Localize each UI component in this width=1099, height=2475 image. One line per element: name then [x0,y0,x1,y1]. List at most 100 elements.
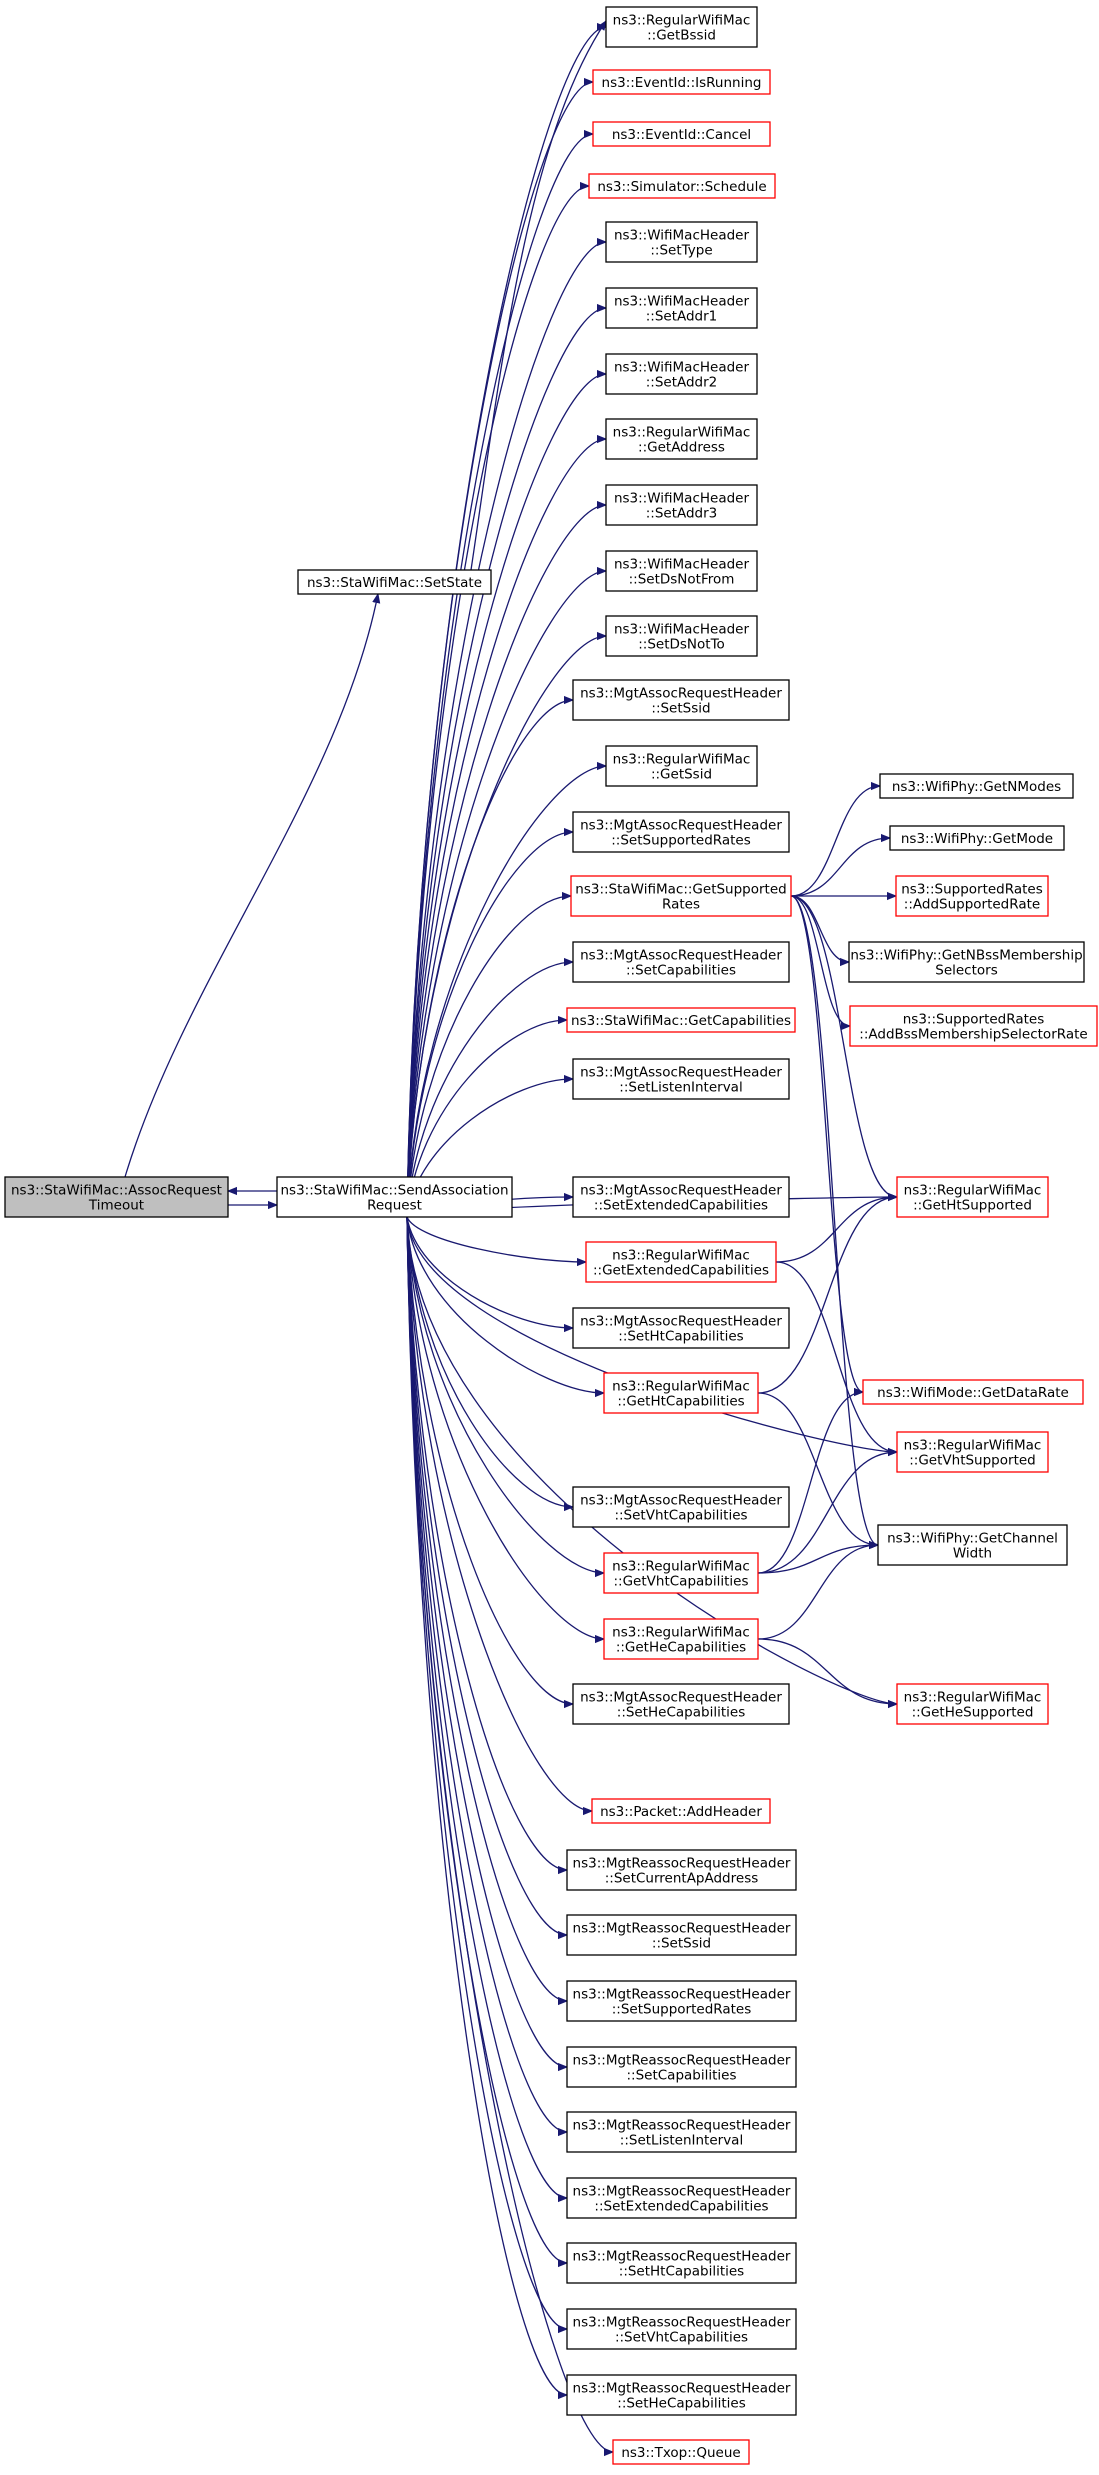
call-edge-line [406,1216,586,1262]
node-get-ext-caps[interactable]: ns3::RegularWifiMac::GetExtendedCapabili… [585,1241,777,1283]
call-edge-get_supported_rates-to-get_mode [790,838,890,897]
call-edge-line [406,1216,604,1639]
node-set-ds-not-from[interactable]: ns3::WifiMacHeader::SetDsNotFrom [605,550,758,592]
node-get-vht-supported[interactable]: ns3::RegularWifiMac::GetVhtSupported [896,1431,1049,1473]
call-edge-get_vht_caps-to-get_channel_width [757,1545,878,1574]
node-sta-get-capabilities[interactable]: ns3::StaWifiMac::GetCapabilities [566,1007,796,1033]
node-mgt-set-vht-caps[interactable]: ns3::MgtAssocRequestHeader::SetVhtCapabi… [572,1486,790,1528]
node-mgt-set-capabilities[interactable]: ns3::MgtAssocRequestHeader::SetCapabilit… [572,941,790,983]
node-label-line: ns3::RegularWifiMac [613,13,751,29]
node-get-he-supported[interactable]: ns3::RegularWifiMac::GetHeSupported [896,1683,1049,1725]
node-mgt-set-ext-caps[interactable]: ns3::MgtAssocRequestHeader::SetExtendedC… [572,1176,790,1218]
node-box [605,484,758,526]
node-get-vht-caps[interactable]: ns3::RegularWifiMac::GetVhtCapabilities [603,1552,759,1594]
node-get-n-modes[interactable]: ns3::WifiPhy::GetNModes [879,773,1074,799]
node-add-header[interactable]: ns3::Packet::AddHeader [591,1798,771,1824]
node-label-line: ns3::MgtAssocRequestHeader [580,948,782,964]
node-re-set-capabilities[interactable]: ns3::MgtReassocRequestHeader::SetCapabil… [566,2046,797,2088]
node-label-line: ::SetDsNotTo [638,637,725,653]
node-box [605,221,758,263]
call-edge-line [757,1392,878,1545]
node-set-state[interactable]: ns3::StaWifiMac::SetState [297,569,492,595]
node-box [566,2046,797,2088]
call-edge-get_he_caps-to-get_he_supported [757,1638,897,1704]
call-edge-line [406,439,606,1218]
call-edge-line [406,1216,613,2452]
node-set-addr1[interactable]: ns3::WifiMacHeader::SetAddr1 [605,287,758,329]
node-get-ht-caps[interactable]: ns3::RegularWifiMac::GetHtCapabilities [603,1372,759,1414]
node-re-set-ht-caps[interactable]: ns3::MgtReassocRequestHeader::SetHtCapab… [566,2242,797,2284]
node-add-bss-selector[interactable]: ns3::SupportedRates::AddBssMembershipSel… [849,1005,1098,1047]
node-label-line: ::SetSupportedRates [611,833,751,849]
node-box [849,1005,1098,1047]
node-get-ssid[interactable]: ns3::RegularWifiMac::GetSsid [605,745,758,787]
node-label-line: ::SetHtCapabilities [618,1329,743,1345]
node-mgt-set-ssid[interactable]: ns3::MgtAssocRequestHeader::SetSsid [572,679,790,721]
node-get-bssid[interactable]: ns3::RegularWifiMac::GetBssid [605,6,758,48]
node-box [572,1486,790,1528]
node-box [585,1241,777,1283]
call-edge-line [757,1452,897,1574]
node-get-ht-supported[interactable]: ns3::RegularWifiMac::GetHtSupported [896,1176,1049,1218]
node-label-line: ns3::RegularWifiMac [904,1183,1042,1199]
node-add-supported-rate[interactable]: ns3::SupportedRates::AddSupportedRate [895,875,1049,917]
node-set-addr2[interactable]: ns3::WifiMacHeader::SetAddr2 [605,353,758,395]
call-edge-get_vht_caps-to-get_vht_supported [757,1452,897,1574]
node-label-line: ::GetHtSupported [913,1198,1032,1214]
node-box [612,2439,750,2465]
call-edge-line [406,505,606,1218]
node-re-set-vht-caps[interactable]: ns3::MgtReassocRequestHeader::SetVhtCapa… [566,2308,797,2350]
node-label-line: ns3::MgtReassocRequestHeader [573,2053,791,2069]
node-set-addr3[interactable]: ns3::WifiMacHeader::SetAddr3 [605,484,758,526]
node-re-set-supported-rates[interactable]: ns3::MgtReassocRequestHeader::SetSupport… [566,1980,797,2022]
call-edge-line [406,82,593,1218]
node-box [895,875,1049,917]
node-is-running[interactable]: ns3::EventId::IsRunning [592,69,771,95]
node-box [572,1176,790,1218]
node-label-line: ns3::WifiMacHeader [614,557,750,573]
call-edge-send_assoc-to-get_vht_caps [406,1216,604,1573]
node-mgt-set-he-caps[interactable]: ns3::MgtAssocRequestHeader::SetHeCapabil… [572,1683,790,1725]
node-get-he-caps[interactable]: ns3::RegularWifiMac::GetHeCapabilities [603,1618,759,1660]
node-re-set-he-caps[interactable]: ns3::MgtReassocRequestHeader::SetHeCapab… [566,2374,797,2416]
node-label-line: ::AddSupportedRate [904,897,1040,913]
node-re-set-current-ap[interactable]: ns3::MgtReassocRequestHeader::SetCurrent… [566,1849,797,1891]
node-box [605,615,758,657]
node-label-line: ::SetExtendedCapabilities [594,1198,768,1214]
node-txop-queue[interactable]: ns3::Txop::Queue [612,2439,750,2465]
node-mgt-set-ht-caps[interactable]: ns3::MgtAssocRequestHeader::SetHtCapabil… [572,1307,790,1349]
node-box [896,1176,1049,1218]
call-edge-send_assoc-to-get_he_caps [406,1216,604,1639]
node-label-line: ns3::StaWifiMac::SetState [307,575,482,591]
node-set-ds-not-to[interactable]: ns3::WifiMacHeader::SetDsNotTo [605,615,758,657]
node-mgt-set-listen-interval[interactable]: ns3::MgtAssocRequestHeader::SetListenInt… [572,1058,790,1100]
node-label-line: ::GetVhtSupported [909,1453,1035,1469]
node-schedule[interactable]: ns3::Simulator::Schedule [588,173,776,199]
node-label-line: ns3::StaWifiMac::GetCapabilities [571,1013,791,1029]
node-set-type[interactable]: ns3::WifiMacHeader::SetType [605,221,758,263]
node-label-line: ::AddBssMembershipSelectorRate [859,1027,1087,1043]
call-edge-send_assoc-to-mgt_set_ssid [406,700,573,1218]
node-label-line: ns3::Txop::Queue [621,2445,740,2461]
node-label-line: ::GetSsid [651,767,712,783]
node-cancel[interactable]: ns3::EventId::Cancel [592,121,771,147]
node-box [276,1176,513,1218]
node-get-address[interactable]: ns3::RegularWifiMac::GetAddress [605,418,758,460]
node-label-line: ns3::RegularWifiMac [612,1379,750,1395]
node-get-mode[interactable]: ns3::WifiPhy::GetMode [889,825,1065,851]
node-label-line: ::GetExtendedCapabilities [593,1263,769,1279]
call-edge-send_assoc-to-re_set_he_caps [406,1216,567,2395]
node-mgt-set-supported-rates[interactable]: ns3::MgtAssocRequestHeader::SetSupported… [572,811,790,853]
node-re-set-ssid[interactable]: ns3::MgtReassocRequestHeader::SetSsid [566,1914,797,1956]
node-box [572,1058,790,1100]
node-label-line: ns3::StaWifiMac::AssocRequest [11,1183,222,1199]
node-re-set-listen-interval[interactable]: ns3::MgtReassocRequestHeader::SetListenI… [566,2111,797,2153]
nodes: ns3::StaWifiMac::AssocRequestTimeoutns3:… [4,6,1098,2465]
call-edge-line [790,786,880,897]
node-re-set-ext-caps[interactable]: ns3::MgtReassocRequestHeader::SetExtende… [566,2177,797,2219]
node-get-data-rate[interactable]: ns3::WifiMode::GetDataRate [862,1379,1084,1405]
